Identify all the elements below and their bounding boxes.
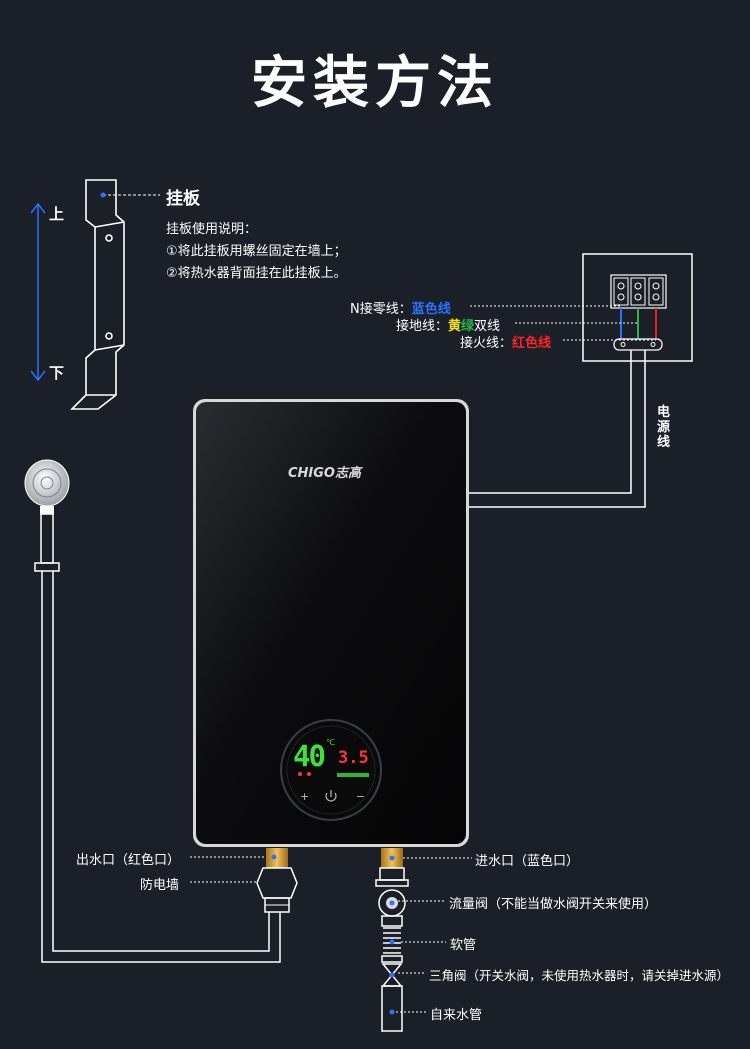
tap-pipe-label: 自来水管 (430, 1008, 483, 1023)
part-leaders (190, 856, 472, 1013)
angle-valve-label: 三角阀（开关水阀，未使用热水器时，请关掉进水源） (429, 968, 730, 983)
ground-wire-green: 绿 (461, 319, 475, 334)
mounting-bracket (70, 179, 125, 410)
neutral-wire-text: N接零线： (350, 302, 412, 317)
power-cord (468, 350, 646, 508)
live-wire-label: 接火线：红色线 (460, 332, 551, 351)
wiring-leaders (470, 305, 656, 341)
label-up: 上 (49, 205, 65, 223)
bracket-instructions-title: 挂板使用说明： (166, 222, 258, 237)
neutral-wire-label: N接零线：蓝色线 (350, 298, 451, 317)
hose-label: 软管 (450, 938, 477, 953)
ground-wire-yellow: 黄 (448, 319, 462, 334)
bracket-step-1: ①将此挂板用螺丝固定在墙上； (166, 244, 347, 259)
inlet-label: 进水口（蓝色口） (475, 854, 580, 869)
water-heater: + − (193, 399, 469, 847)
bracket-leader (100, 192, 160, 198)
brand-logo: CHIGO志高 (288, 466, 361, 481)
up-down-arrow (30, 202, 46, 382)
ground-wire-text: 接地线： (396, 319, 449, 334)
flow-display: 3.5 (338, 748, 369, 768)
temperature-unit: ℃ (326, 738, 335, 747)
ground-wire-suffix: 双线 (474, 319, 501, 334)
neutral-wire-color: 蓝色线 (411, 302, 451, 317)
temperature-display: 40 (293, 739, 326, 773)
flow-valve-label: 流量阀（不能当做水阀开关来使用） (449, 897, 658, 912)
outlet-fittings (256, 848, 298, 913)
minus-icon: − (356, 790, 365, 803)
anti-shock-label: 防电墙 (140, 878, 180, 893)
outlet-label: 出水口（红色口） (76, 853, 181, 868)
part-leader-dots (271, 854, 395, 1015)
live-wire-text: 接火线： (460, 336, 513, 351)
page-title: 安装方法 (251, 51, 499, 116)
ground-wire-label: 接地线：黄绿双线 (396, 315, 500, 334)
label-down: 下 (49, 364, 65, 382)
bracket-step-2: ②将热水器背面挂在此挂板上。 (166, 266, 347, 281)
shower-hose (41, 571, 281, 963)
plus-icon: + (300, 790, 309, 803)
junction-box (582, 253, 693, 362)
bracket-name: 挂板 (166, 189, 200, 209)
shower-head (24, 459, 70, 572)
power-icon (325, 790, 337, 802)
power-cord-label: 电源线 (657, 405, 671, 450)
live-wire-color: 红色线 (512, 336, 552, 351)
